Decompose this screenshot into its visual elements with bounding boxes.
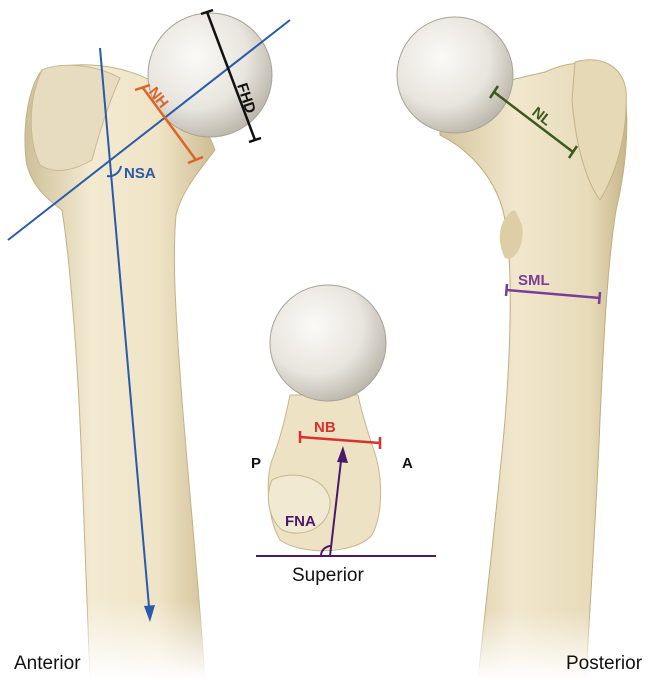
posterior-femoral-head (397, 17, 513, 133)
anterior-direction-label: A (402, 455, 413, 472)
anterior-femur (0, 13, 272, 680)
posterior-view-label: Posterior (566, 653, 642, 675)
nb-label: NB (314, 419, 336, 436)
posterior-direction-label: P (251, 455, 261, 472)
anterior-view-label: Anterior (14, 653, 81, 675)
sml-cap-right (599, 292, 600, 304)
sml-cap-left (506, 284, 507, 296)
superior-femur (268, 285, 386, 551)
fna-label: FNA (285, 513, 316, 530)
nsa-label: NSA (124, 165, 156, 182)
superior-view-label: Superior (292, 565, 364, 587)
sml-label: SML (518, 272, 550, 289)
superior-femoral-head (270, 285, 386, 401)
